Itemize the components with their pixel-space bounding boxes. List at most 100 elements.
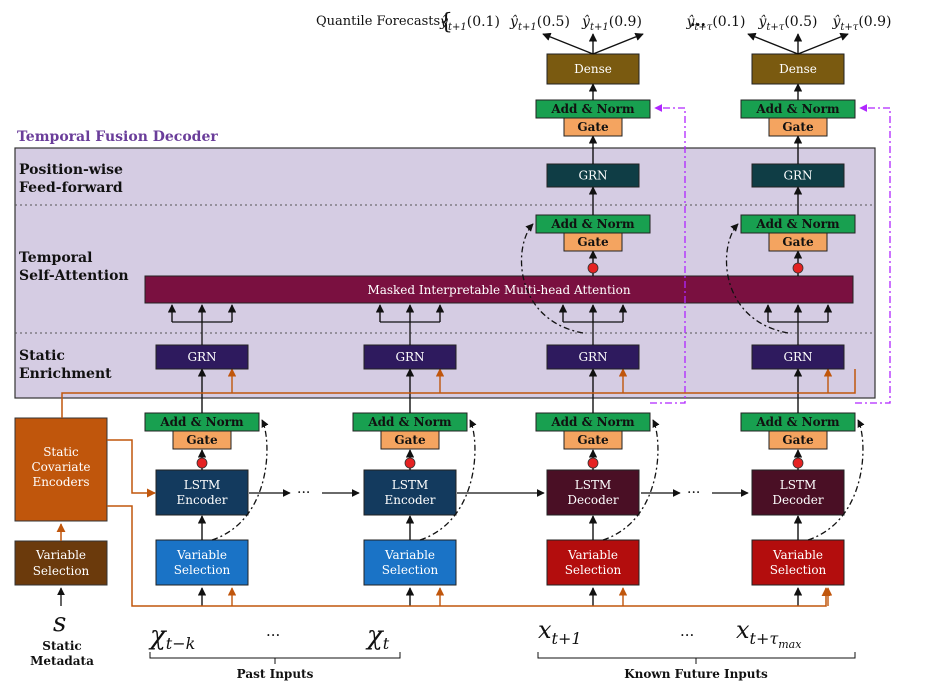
- forecast-label-2: ŷt+1(0.5): [509, 13, 570, 33]
- static-varsel-label-1: Variable: [35, 548, 86, 562]
- col2-lstm-block-label: LSTM: [392, 478, 428, 492]
- col3-gate-top-label: Gate: [577, 120, 609, 134]
- forecast-label-1: ŷt+1(0.1): [439, 13, 500, 33]
- section-label-ffn-2: Feed-forward: [19, 180, 123, 196]
- col4-dense-block-label: Dense: [779, 62, 817, 76]
- col3-lstm-block: [546, 469, 640, 516]
- static-context-to-lstm: [107, 439, 156, 498]
- col3-attn-gating-dot: [587, 262, 599, 274]
- col2-gating-dot: [404, 457, 416, 469]
- col4-grn-ffn-label: GRN: [783, 169, 812, 183]
- quantile-brace: {: [439, 10, 453, 35]
- col3-arrow-dense-to-output-1: [542, 32, 594, 55]
- col4-add-norm-top-label: Add & Norm: [755, 102, 840, 116]
- col2-lstm-block: [363, 469, 457, 516]
- col2-variable-selection-label: Selection: [382, 563, 439, 577]
- section-label-enrich-1: Static: [19, 348, 65, 364]
- col1-add-norm-lower-label: Add & Norm: [159, 415, 244, 429]
- col3-gate-attn-label: Gate: [577, 235, 609, 249]
- lstm-ellipsis-1: ···: [297, 485, 310, 501]
- col1-grn-enrichment-label: GRN: [187, 350, 216, 364]
- col1-lstm-block-label: Encoder: [177, 493, 228, 507]
- col4-add-norm-attn-label: Add & Norm: [755, 217, 840, 231]
- past-inputs-label: Past Inputs: [237, 667, 314, 681]
- static-metadata-label-2: Metadata: [30, 654, 94, 668]
- attention-block: [144, 275, 854, 304]
- static-cov-label-3: Encoders: [32, 475, 89, 489]
- attention-label: Masked Interpretable Multi-head Attentio…: [367, 283, 630, 297]
- col1-grn-enrichment: [155, 344, 249, 370]
- input-chi-t-k: χt−k: [148, 621, 195, 653]
- forecast-ellipsis: …: [690, 11, 706, 30]
- input-ellipsis-future: ···: [680, 626, 694, 644]
- col3-dense-block-label: Dense: [574, 62, 612, 76]
- future-inputs-label: Known Future Inputs: [624, 667, 768, 681]
- col4-gating-dot: [792, 457, 804, 469]
- col3-skip-attn: [520, 223, 584, 334]
- forecast-labels: ŷt+1(0.1) ŷt+1(0.5) ŷt+1(0.9) ŷt+τ(0.1) ŷt+τ…: [439, 13, 891, 33]
- col3-lstm-block-label: LSTM: [575, 478, 611, 492]
- col3-variable-selection-label: Selection: [565, 563, 622, 577]
- static-cov-label-2: Covariate: [32, 460, 91, 474]
- col1-lstm-block: [155, 469, 249, 516]
- col1-gate-lower-label: Gate: [186, 433, 218, 447]
- col4-arrow-dense-to-output-3: [797, 32, 849, 55]
- col3-grn-ffn-label: GRN: [578, 169, 607, 183]
- col4-variable-selection-label: Variable: [772, 548, 823, 562]
- col4-lstm-block-label: Decoder: [772, 493, 823, 507]
- col2-gate-lower-label: Gate: [394, 433, 426, 447]
- section-label-attn-1: Temporal: [19, 250, 92, 266]
- static-input-s: s: [53, 608, 66, 638]
- col1-variable-selection-label: Variable: [176, 548, 227, 562]
- col4-variable-selection-label: Selection: [770, 563, 827, 577]
- input-chi-t: χt: [365, 621, 390, 653]
- forecast-label-6: ŷt+τ(0.9): [831, 13, 891, 33]
- forecast-label-4: ŷt+τ(0.1): [685, 13, 745, 33]
- col3-variable-selection-label: Variable: [567, 548, 618, 562]
- col4-purple-skip: [855, 104, 891, 404]
- col2-lstm-block-label: Encoder: [385, 493, 436, 507]
- col2-grn-enrichment: [363, 344, 457, 370]
- lstm-ellipsis-2: ···: [687, 485, 700, 501]
- col2-add-norm-lower-label: Add & Norm: [367, 415, 452, 429]
- static-metadata-label-1: Static: [42, 639, 81, 653]
- col4-attn-gating-dot: [792, 262, 804, 274]
- input-x-t1: xt+1: [538, 616, 582, 648]
- col2-variable-selection-label: Variable: [384, 548, 435, 562]
- col4-dense-block: [751, 53, 845, 85]
- col1-variable-selection-label: Selection: [174, 563, 231, 577]
- forecast-label-3: ŷt+1(0.9): [581, 13, 642, 33]
- col4-arrow-dense-to-output-1: [747, 32, 799, 55]
- col3-grn-enrichment-label: GRN: [578, 350, 607, 364]
- col4-add-norm-lower-label: Add & Norm: [755, 415, 840, 429]
- col3-lstm-block-label: Decoder: [567, 493, 618, 507]
- col3-grn-enrichment: [546, 344, 640, 370]
- col3-add-norm-attn-label: Add & Norm: [550, 217, 635, 231]
- col3-arrow-dense-to-output-3: [592, 32, 644, 55]
- col3-add-norm-top-label: Add & Norm: [550, 102, 635, 116]
- section-label-ffn-1: Position-wise: [19, 162, 123, 178]
- static-varsel-label-2: Selection: [33, 564, 90, 578]
- static-variable-selection: [14, 540, 108, 586]
- quantile-forecasts-label: Quantile Forecasts: [316, 14, 440, 29]
- input-ellipsis-past: ···: [266, 626, 280, 644]
- col4-skip-attn: [725, 223, 789, 334]
- section-label-enrich-2: Enrichment: [19, 366, 112, 382]
- static-covariate-encoders: [14, 417, 108, 522]
- col1-gating-dot: [196, 457, 208, 469]
- col4-gate-attn-label: Gate: [782, 235, 814, 249]
- static-cov-label-1: Static: [43, 445, 79, 459]
- input-x-tmax: xt+τmax: [736, 616, 802, 651]
- col4-grn-enrichment-label: GRN: [783, 350, 812, 364]
- static-context-to-enrichment: [61, 369, 856, 418]
- col4-gate-lower-label: Gate: [782, 433, 814, 447]
- col3-add-norm-lower-label: Add & Norm: [550, 415, 635, 429]
- col3-purple-skip: [650, 104, 686, 404]
- static-context-to-varsel: [107, 505, 831, 607]
- decoder-title: Temporal Fusion Decoder: [17, 129, 218, 145]
- col3-dense-block: [546, 53, 640, 85]
- col2-grn-enrichment-label: GRN: [395, 350, 424, 364]
- col4-gate-top-label: Gate: [782, 120, 814, 134]
